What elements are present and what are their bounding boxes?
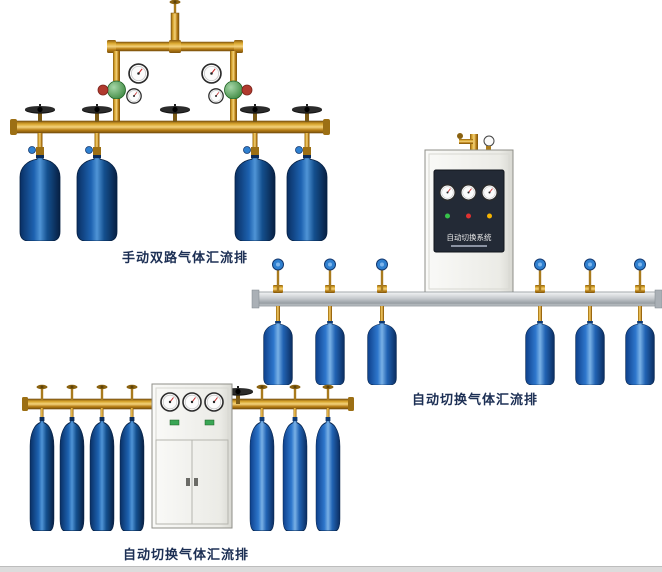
small-valve-icon [96,384,108,400]
drop-pipe-left [113,51,120,81]
cabinet-panel-label: 自动切换系统 [447,232,492,242]
small-valve-icon [289,384,301,400]
panel-gauge-icon [460,184,477,201]
gas-cylinder [575,321,605,385]
panel-gauge-icon [204,392,224,412]
drop-pipe-right [230,51,237,81]
pressure-gauge-icon [201,63,222,84]
small-valve-icon [256,384,268,400]
top-valve-knob [457,133,463,139]
panel-label-badge [204,419,215,426]
pressure-gauge-icon [126,88,142,104]
small-valve-icon [66,384,78,400]
cylinder-stations [263,258,655,385]
valve-handwheel-icon [25,104,55,122]
gas-cylinder [315,321,345,385]
valve-handwheel-icon [82,104,112,122]
top-gauge-stem [486,146,491,152]
valve-handwheel-icon [160,104,190,122]
rail-end-cap [654,289,662,309]
gas-cylinder [625,321,655,385]
manifold-pipe [13,120,327,134]
panel-gauge-icon [160,392,180,412]
regulator-station-left [97,63,149,125]
regulator-stem [113,99,120,125]
product-caption-auto-switch-center: 自动切换气体汇流排 [122,547,249,562]
cabinet-top-fitting [459,139,473,144]
valve-handwheel-icon [292,104,322,122]
gas-cylinder [19,155,61,241]
top-gauge-icon [483,135,495,147]
cabinet-bevel [428,153,510,290]
gas-cylinder [315,417,341,531]
gas-cylinder [249,417,275,531]
small-valve-icon [36,384,48,400]
regulator-knob [241,84,253,96]
manual-dual-manifold-figure [10,0,330,241]
regulator-body [224,80,243,100]
gas-cylinder [263,321,293,385]
gas-cylinder [286,155,328,241]
pressure-gauge-icon [128,63,149,84]
regulator-knob [97,84,109,96]
header-tee [169,40,181,53]
regulator-station-right [201,63,253,125]
control-cabinet: 自动切换系统 [424,133,514,294]
control-cabinet [151,383,233,529]
gas-cylinder [234,155,276,241]
riser-pipe [170,12,180,45]
pipe-end-cap [10,119,17,135]
pipe-end-cap [22,397,28,411]
small-valve-icon [322,384,334,400]
gas-cylinder [59,417,85,531]
pipe-end-cap [323,119,330,135]
header-elbow-left [107,40,116,53]
pipe-end-cap [348,397,354,411]
indicator-light-green [445,213,450,219]
auto-switch-center-cabinet-figure [22,383,354,531]
panel-label-badge [169,419,180,426]
gas-cylinder [89,417,115,531]
pressure-gauge-icon [208,88,224,104]
gas-cylinder [119,417,145,531]
panel-gauge-icon [481,184,498,201]
gas-cylinder [76,155,118,241]
gas-cylinder [367,321,397,385]
regulator-body [107,80,126,100]
cabinet-top-pipe [470,134,478,151]
cylinder-connectors [40,408,330,419]
panel-gauge-icon [182,392,202,412]
cabinet-panel-subtext [451,245,487,247]
regulator-stem [230,99,237,125]
door-handle [186,478,190,486]
manifold-rail [255,291,659,307]
cylinder-connectors [28,133,311,156]
gas-cylinder [525,321,555,385]
gas-cylinder [29,417,55,531]
rail-end-cap [251,289,260,309]
indicator-light-amber [487,213,492,219]
auto-switch-manifold-figure: 自动切换系统 [251,133,662,385]
product-caption-manual-dual: 手动双路气体汇流排 [121,250,248,265]
panel-gauge-icon [439,184,456,201]
small-valve-icon [126,384,138,400]
product-caption-auto-switch: 自动切换气体汇流排 [411,392,538,407]
indicator-light-red [466,213,471,219]
page-bottom-edge [0,566,662,572]
valve-handwheel-icon [240,104,270,122]
header-elbow-right [234,40,243,53]
gas-cylinder [282,417,308,531]
door-handle [194,478,198,486]
